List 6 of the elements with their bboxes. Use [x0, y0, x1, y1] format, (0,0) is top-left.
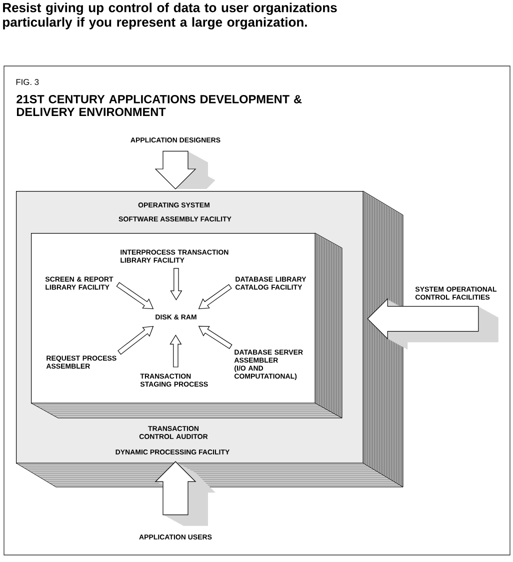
body-text: Resist giving up control of data to user organizations particularly if you represent a large organization.: [3, 2, 337, 30]
figure-label: FIG. 3: [16, 79, 39, 85]
block-arrow: [154, 461, 216, 526]
block-arrow: [154, 150, 216, 190]
title: 21ST CENTURY APPLICATIONS DEVELOPMENT & DELIVERY ENVIRONMENT: [16, 95, 302, 116]
block-arrow: [367, 298, 498, 350]
